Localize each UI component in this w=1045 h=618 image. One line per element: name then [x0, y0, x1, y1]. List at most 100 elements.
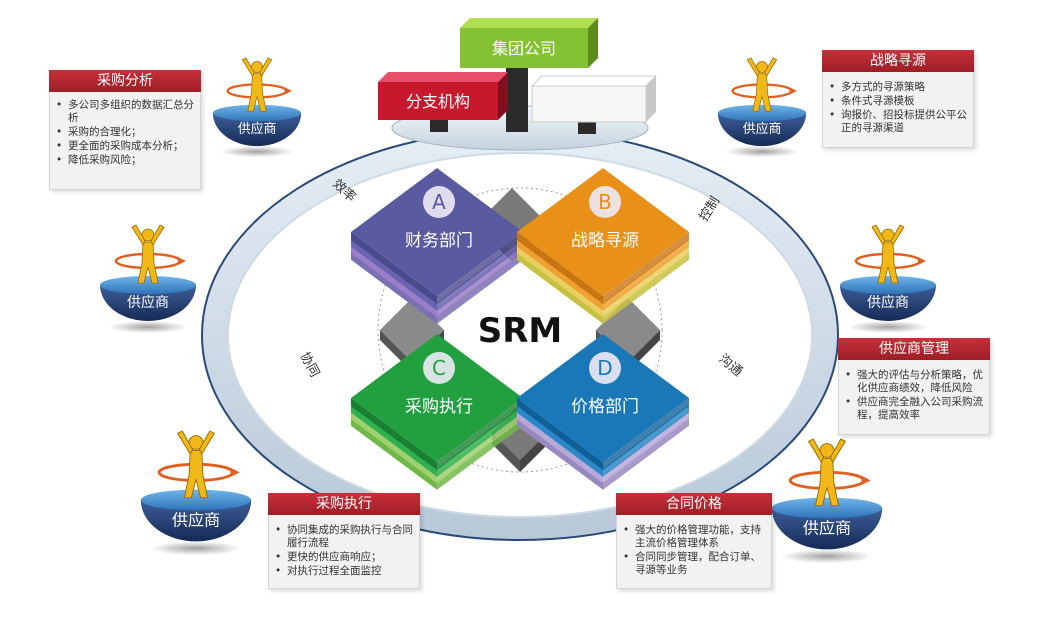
org-branch-label: 分支机构	[406, 92, 470, 111]
department-layer-left	[517, 411, 603, 484]
panel-list-item: 供应商完全融入公司采购流程，提高效率	[845, 396, 983, 422]
supplier-bowl	[212, 113, 302, 147]
department-name: 价格部门	[571, 397, 639, 417]
supplier-bowl-top	[212, 104, 302, 122]
supplier-bowl	[840, 285, 936, 321]
department-layer-right	[603, 411, 689, 484]
panel-list-item: 强大的评估与分析策略，优化供应商绩效，降低风险	[845, 369, 983, 395]
panel-list-item: 多方式的寻源策略	[829, 81, 967, 94]
arrowhead-icon	[861, 475, 871, 485]
department-side-left	[517, 232, 603, 304]
supplier-3: 供应商	[100, 224, 196, 333]
supplier-shadow	[781, 549, 873, 564]
supplier-label: 供应商	[803, 518, 851, 537]
department-letter-badge	[423, 186, 455, 218]
panel-purchase-execution-list: 协同集成的采购执行与合同履行流程更快的供应商响应；对执行过程全面监控	[269, 524, 419, 578]
supplier-bowl	[100, 285, 196, 321]
department-layer-left	[351, 411, 437, 484]
department-letter: B	[598, 190, 612, 214]
supplier-6: 供应商	[771, 438, 883, 564]
department-top	[517, 334, 689, 462]
panel-supplier-management: 供应商管理 强大的评估与分析策略，优化供应商绩效，降低风险供应商完全融入公司采购…	[838, 338, 990, 435]
department-letter: A	[432, 190, 446, 214]
department-layer-left	[517, 251, 603, 324]
supplier-bowl	[717, 113, 807, 147]
panel-list-item: 协同集成的采购执行与合同履行流程	[275, 524, 413, 550]
panel-purchase-analysis-title: 采购分析	[49, 70, 201, 92]
panel-contract-price-title: 合同价格	[616, 493, 772, 515]
org-group-label: 集团公司	[492, 39, 556, 58]
supplier-layer: 供应商供应商供应商供应商供应商供应商	[100, 57, 936, 564]
panel-list-item: 询报价、招投标提供公平公正的寻源渠道	[829, 109, 967, 135]
supplier-label: 供应商	[743, 121, 782, 137]
department-name: 战略寻源	[571, 231, 639, 251]
department-letter-badge	[589, 352, 621, 384]
department-layer-right	[437, 238, 523, 311]
panel-purchase-analysis: 采购分析 多公司多组织的数据汇总分析采购的合理化；更全面的采购成本分析；降低采购…	[49, 70, 201, 190]
department-layer-right	[437, 251, 523, 324]
panel-list-item: 强大的价格管理功能，支持主流价格管理体系	[623, 524, 765, 550]
arrowhead-icon	[284, 87, 292, 95]
department-side-left	[351, 398, 437, 470]
supplier-bowl-top	[717, 104, 807, 122]
supplier-bowl-top	[840, 276, 936, 294]
panel-strategic-sourcing-list: 多方式的寻源策略条件式寻源模板询报价、招投标提供公平公正的寻源渠道	[823, 81, 973, 135]
department-letter-badge	[589, 186, 621, 218]
department-layer-right	[603, 251, 689, 324]
department-letter: C	[432, 356, 446, 380]
department-side-left	[517, 398, 603, 470]
panel-list-item: 采购的合理化；	[56, 126, 194, 139]
department-layer-right	[603, 245, 689, 318]
panel-list-item: 更全面的采购成本分析；	[56, 140, 194, 153]
supplier-label: 供应商	[172, 510, 220, 529]
person-icon	[871, 224, 905, 284]
department-side-right	[603, 232, 689, 304]
panel-purchase-execution: 采购执行 协同集成的采购执行与合同履行流程更快的供应商响应；对执行过程全面监控	[268, 493, 420, 589]
supplier-bowl	[771, 508, 883, 550]
department-2: B 战略寻源	[517, 168, 689, 324]
supplier-label: 供应商	[238, 121, 277, 137]
supplier-shadow	[108, 321, 188, 333]
supplier-label: 供应商	[867, 294, 909, 311]
panel-contract-price-list: 强大的价格管理功能，支持主流价格管理体系合同同步管理，配合订单、寻源等业务	[617, 524, 771, 577]
center-label: SRM	[478, 311, 563, 351]
department-layer-right	[437, 404, 523, 477]
department-layer-right	[603, 404, 689, 477]
panel-list-item: 降低采购风险；	[56, 154, 194, 167]
panel-strategic-sourcing-title: 战略寻源	[822, 50, 974, 72]
department-layer-left	[351, 238, 437, 311]
panel-list-item: 多公司多组织的数据汇总分析	[56, 99, 194, 125]
department-side-right	[437, 232, 523, 304]
department-name: 采购执行	[405, 397, 473, 417]
person-icon	[241, 57, 273, 112]
supplier-bowl-top	[100, 276, 196, 294]
person-icon	[746, 57, 778, 112]
supplier-shadow	[848, 321, 928, 333]
supplier-bowl-top	[140, 489, 252, 511]
panel-supplier-management-title: 供应商管理	[838, 338, 990, 360]
person-icon	[131, 224, 165, 284]
person-icon	[807, 438, 847, 507]
org-platform	[378, 18, 658, 151]
panel-purchase-execution-title: 采购执行	[268, 493, 420, 515]
supplier-4: 供应商	[840, 224, 936, 333]
department-layer-right	[437, 411, 523, 484]
department-letter-badge	[423, 352, 455, 384]
panel-contract-price: 合同价格 强大的价格管理功能，支持主流价格管理体系合同同步管理，配合订单、寻源等…	[616, 493, 772, 589]
panel-list-item: 合同同步管理，配合订单、寻源等业务	[623, 551, 765, 577]
department-layer-right	[437, 245, 523, 318]
supplier-5: 供应商	[140, 430, 252, 556]
arrowhead-icon	[178, 257, 186, 265]
department-top	[517, 168, 689, 296]
department-layer-right	[437, 417, 523, 490]
department-3: C 采购执行	[351, 334, 523, 490]
department-layer-left	[517, 245, 603, 318]
arrowhead-icon	[230, 467, 240, 477]
department-side-right	[603, 398, 689, 470]
supplier-bowl	[140, 500, 252, 542]
